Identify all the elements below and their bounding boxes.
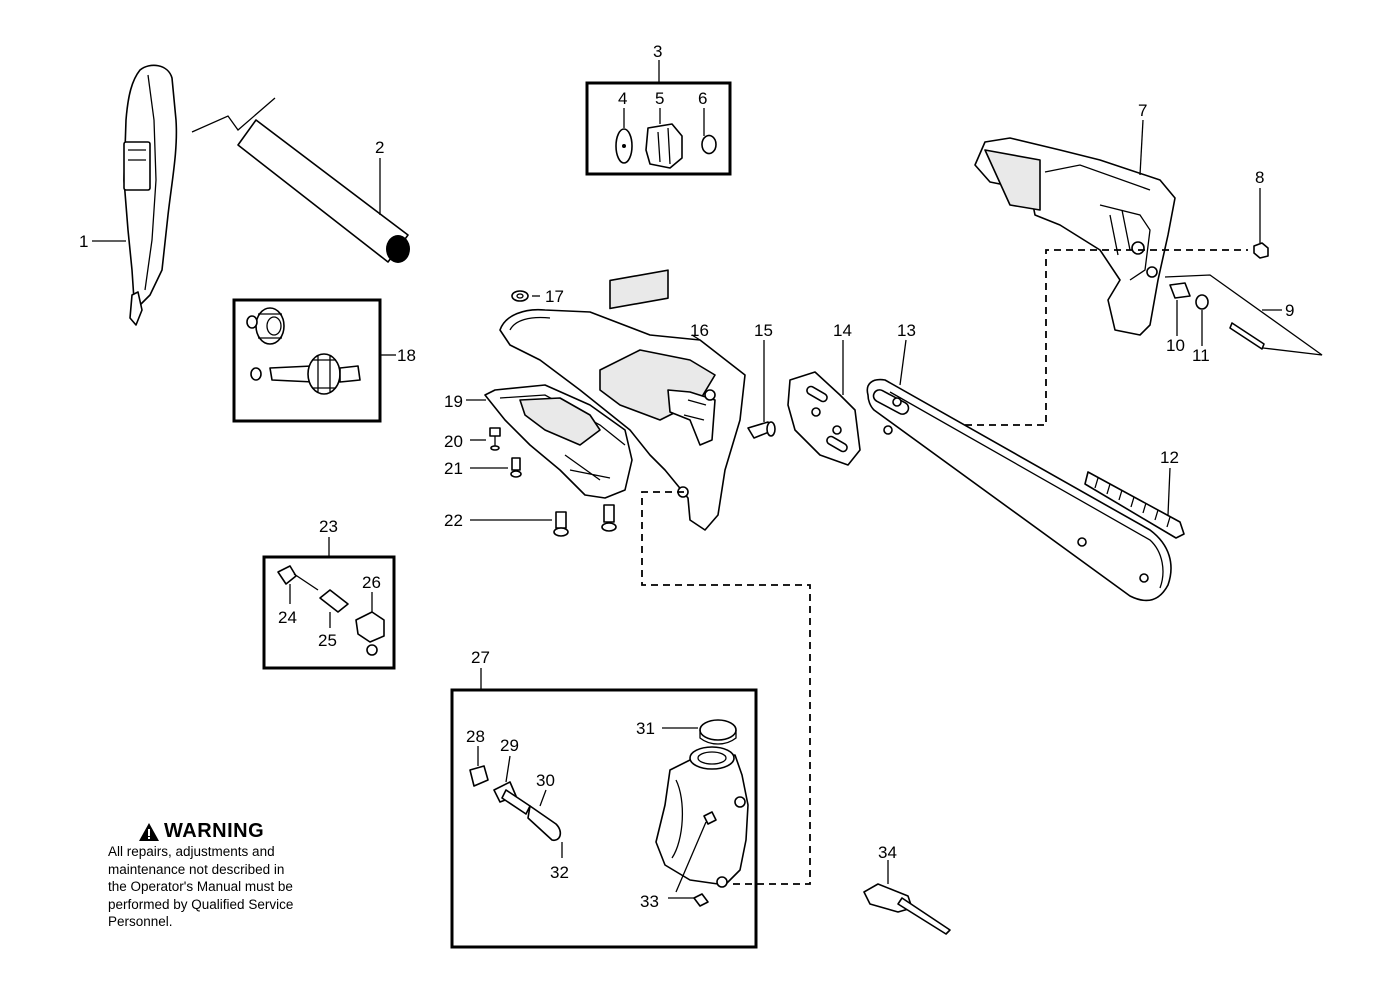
bar-stud-part	[747, 340, 776, 439]
gear-set-box	[232, 298, 396, 423]
label-12: 12	[1160, 448, 1179, 467]
label-1: 1	[79, 232, 88, 251]
oil-pump-box	[262, 537, 396, 670]
label-11: 11	[1192, 346, 1210, 365]
label-33: 33	[640, 892, 659, 911]
warning-heading: WARNING	[138, 820, 348, 843]
screws-part	[470, 427, 617, 537]
sprocket-kit-box	[585, 60, 732, 176]
label-31: 31	[636, 719, 655, 738]
label-16: 16	[690, 321, 709, 340]
shoulder-strap-part	[92, 64, 178, 326]
label-18: 18	[397, 346, 416, 365]
label-14: 14	[833, 321, 852, 340]
label-8: 8	[1255, 168, 1264, 187]
label-29: 29	[500, 736, 519, 755]
nut-part	[511, 290, 540, 302]
warning-body: All repairs, adjustments and maintenance…	[108, 844, 294, 929]
part-labels: 1 2 3 4 5 6 7 8 9 10 11 12 13 14 15 16 1…	[79, 42, 1294, 911]
gear-housing-part	[499, 269, 746, 531]
label-24: 24	[278, 608, 297, 627]
label-2: 2	[375, 138, 384, 157]
label-20: 20	[444, 432, 463, 451]
label-22: 22	[444, 511, 463, 530]
label-26: 26	[362, 573, 381, 592]
lower-housing-part	[466, 384, 633, 499]
bar-nut-part	[1253, 188, 1269, 259]
warning-title: WARNING	[164, 820, 265, 842]
label-28: 28	[466, 727, 485, 746]
label-27: 27	[471, 648, 490, 667]
warning-triangle-icon	[139, 822, 159, 841]
label-4: 4	[618, 89, 627, 108]
label-9: 9	[1285, 301, 1294, 320]
label-15: 15	[754, 321, 773, 340]
label-5: 5	[655, 89, 664, 108]
label-21: 21	[444, 459, 463, 478]
oil-tank-box	[450, 668, 758, 949]
warning-notice: WARNING All repairs, adjustments and mai…	[108, 820, 348, 931]
label-19: 19	[444, 392, 463, 411]
label-6: 6	[698, 89, 707, 108]
sprocket-cover-part	[974, 119, 1176, 336]
label-3: 3	[653, 42, 662, 61]
label-34: 34	[878, 843, 897, 862]
label-10: 10	[1166, 336, 1185, 355]
bar-plate-part	[787, 340, 861, 466]
pole-tube-part	[191, 97, 410, 263]
saw-chain-part	[1084, 467, 1185, 539]
label-32: 32	[550, 863, 569, 882]
label-30: 30	[536, 771, 555, 790]
alignment-line-bar-cover	[965, 249, 1248, 426]
label-25: 25	[318, 631, 337, 650]
label-17: 17	[545, 287, 564, 306]
label-13: 13	[897, 321, 916, 340]
label-23: 23	[319, 517, 338, 536]
wrench-tool-part	[863, 860, 951, 935]
guide-bar-part	[866, 339, 1172, 602]
label-7: 7	[1138, 101, 1147, 120]
alignment-line-tank	[641, 491, 811, 885]
chain-tensioner-part	[1164, 274, 1323, 356]
